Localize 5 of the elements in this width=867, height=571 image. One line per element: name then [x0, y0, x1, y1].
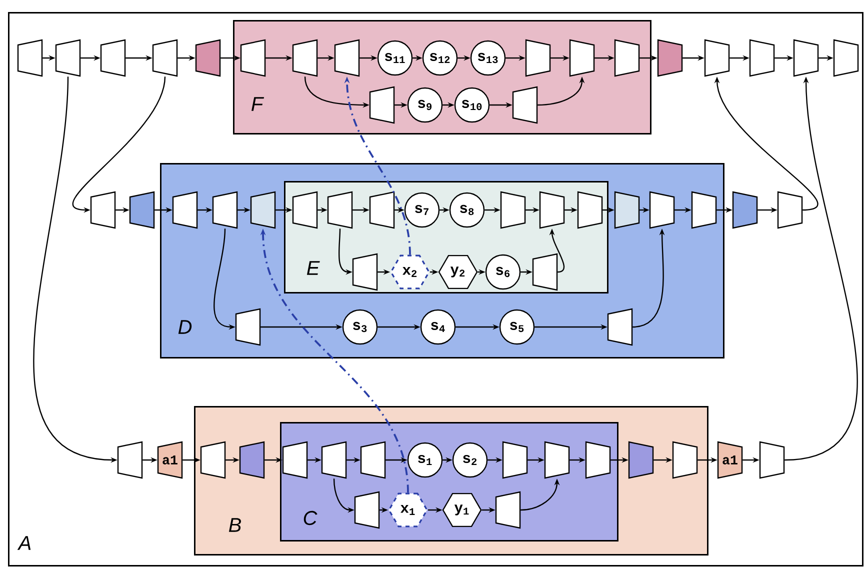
hexagon-node: x$_{1}$	[388, 492, 428, 528]
hexagon-node: x$_{2}$	[390, 254, 430, 290]
trapezoid-block	[833, 39, 859, 77]
hexagon-node: y$_{1}$	[442, 492, 482, 528]
hexagon-node: y$_{2}$	[438, 254, 478, 290]
